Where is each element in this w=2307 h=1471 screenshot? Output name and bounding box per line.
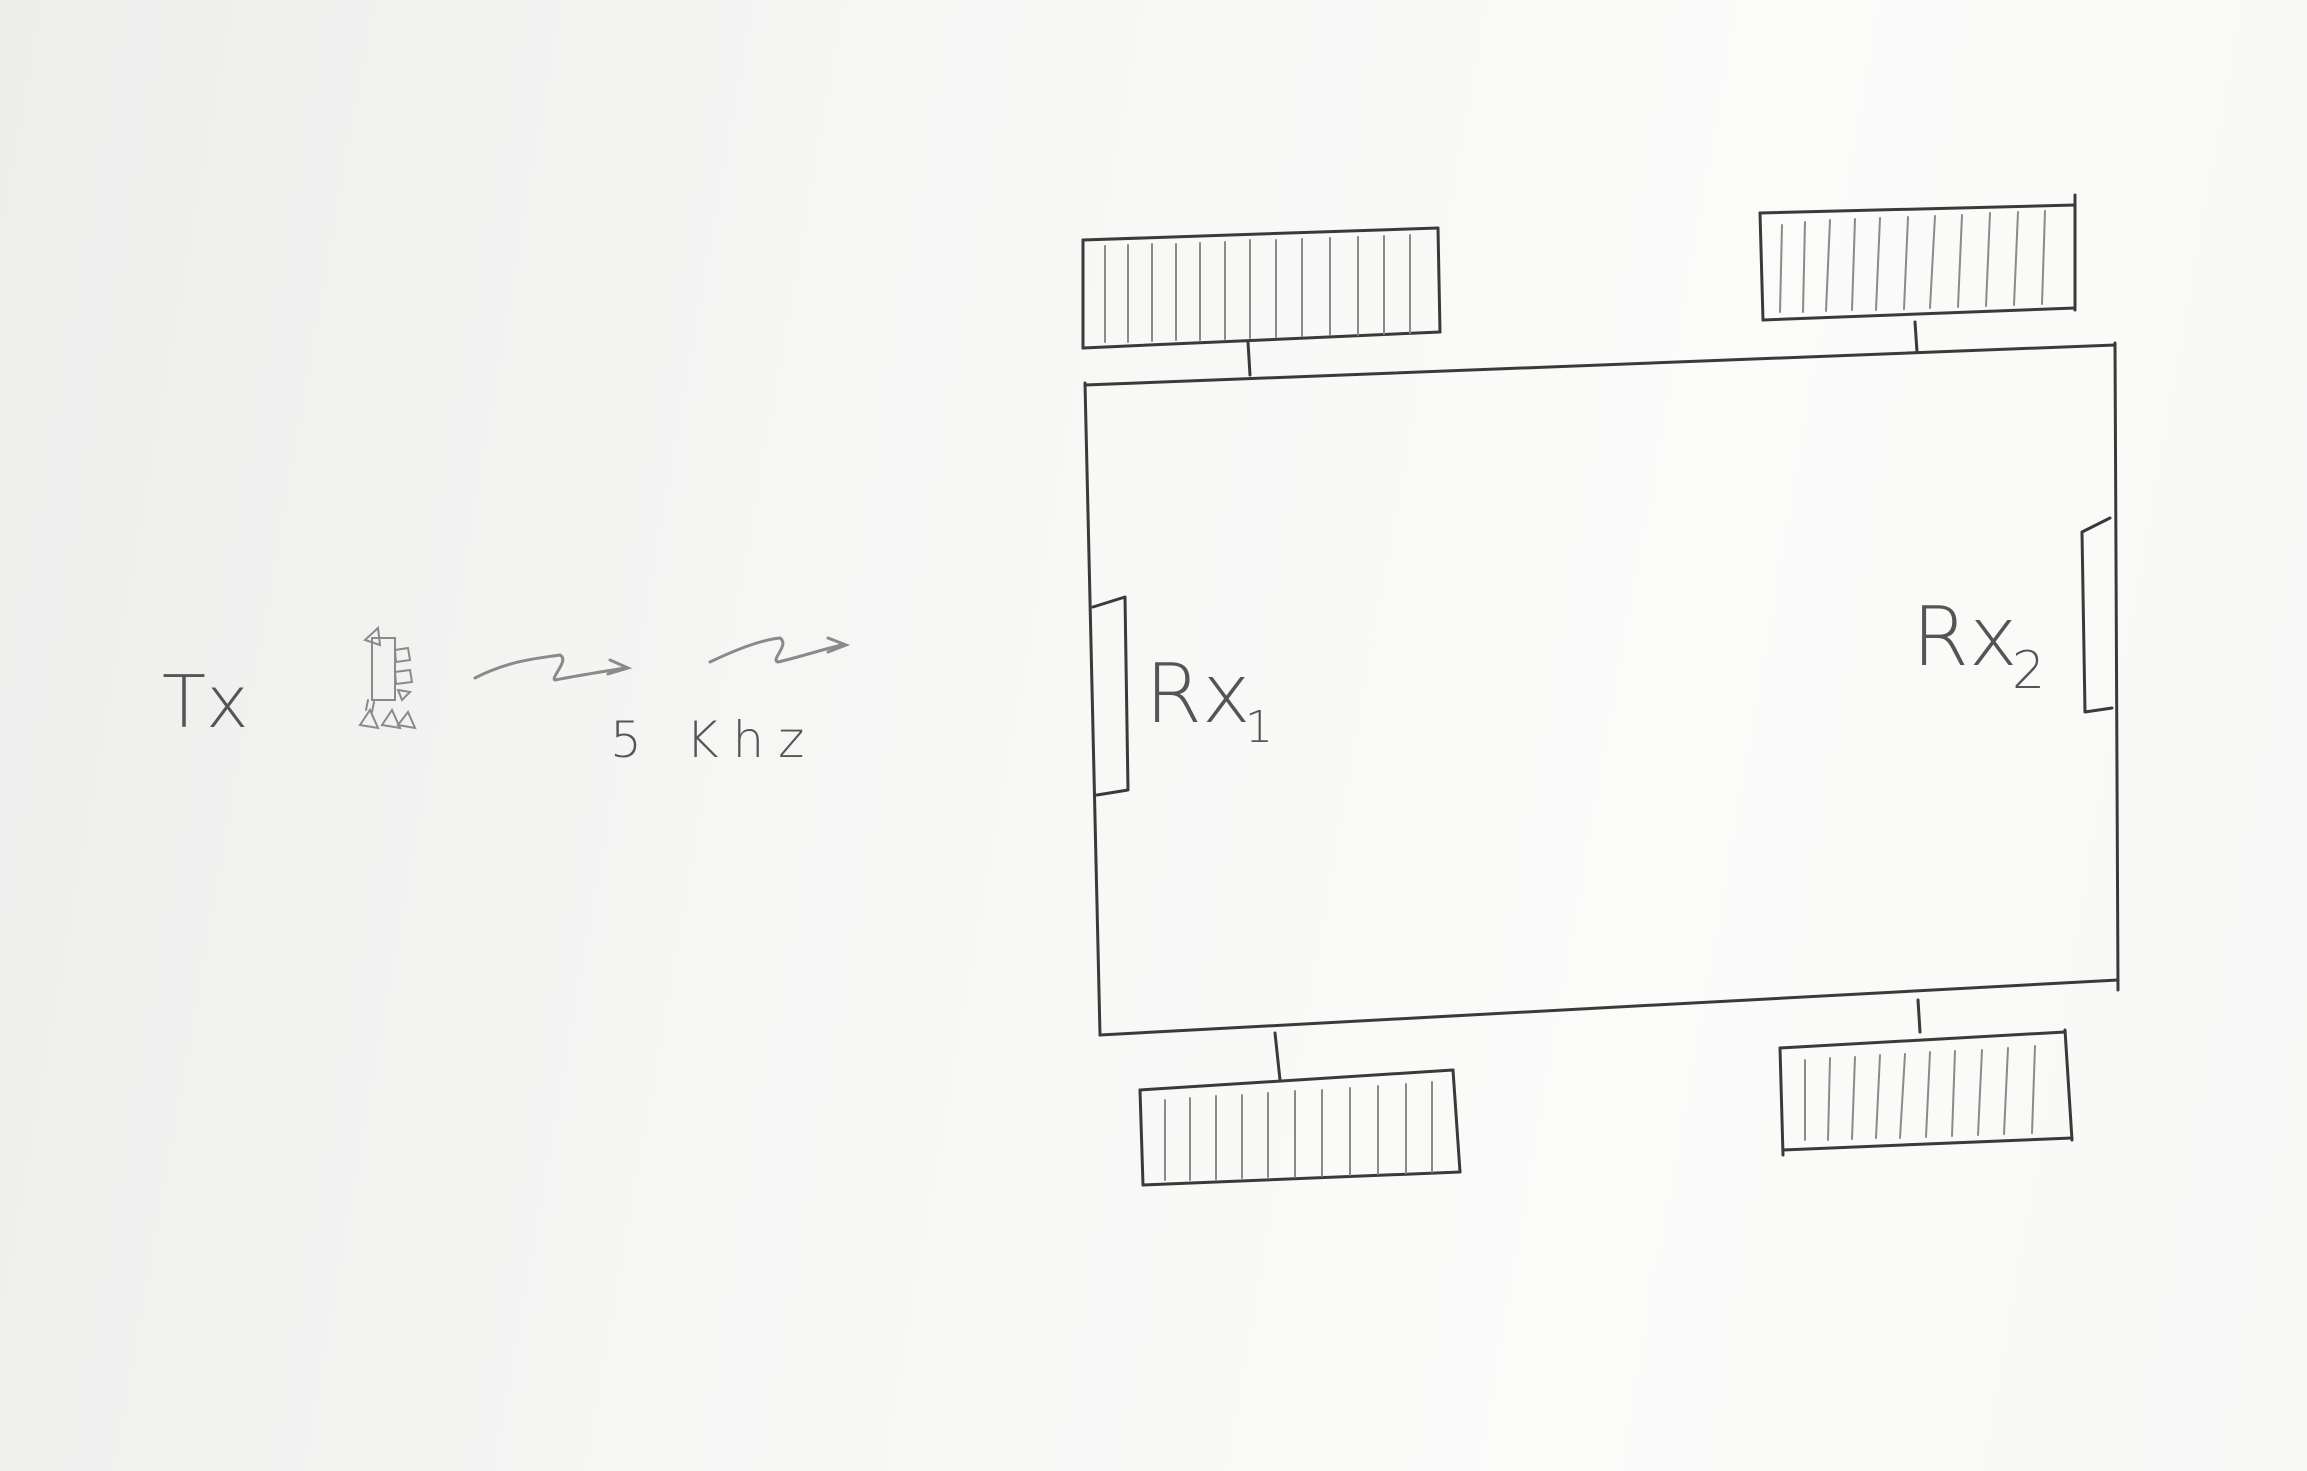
receiver-2-subscript: 2 (2012, 641, 2045, 701)
receiver-2-sensor (2080, 516, 2114, 714)
receiver-2-label: Rx (1912, 590, 2018, 685)
receiver-1-sensor (1091, 595, 1130, 797)
transmitter-device-icon (358, 625, 417, 730)
transmitter-label: Tx (162, 660, 249, 744)
wheel-front-right (1758, 193, 2077, 354)
wheel-front-left (1081, 226, 1442, 377)
receiver-1-label: Rx (1145, 647, 1251, 742)
wheel-rear-left (1138, 1031, 1462, 1187)
signal-arrow-2 (708, 636, 851, 664)
vehicle-chassis (1083, 341, 2120, 1037)
signal-arrow-1 (473, 653, 633, 682)
receiver-1-subscript: 1 (1245, 702, 1273, 753)
frequency-label: 5 Khz (610, 711, 818, 769)
wheel-rear-right (1778, 998, 2074, 1157)
